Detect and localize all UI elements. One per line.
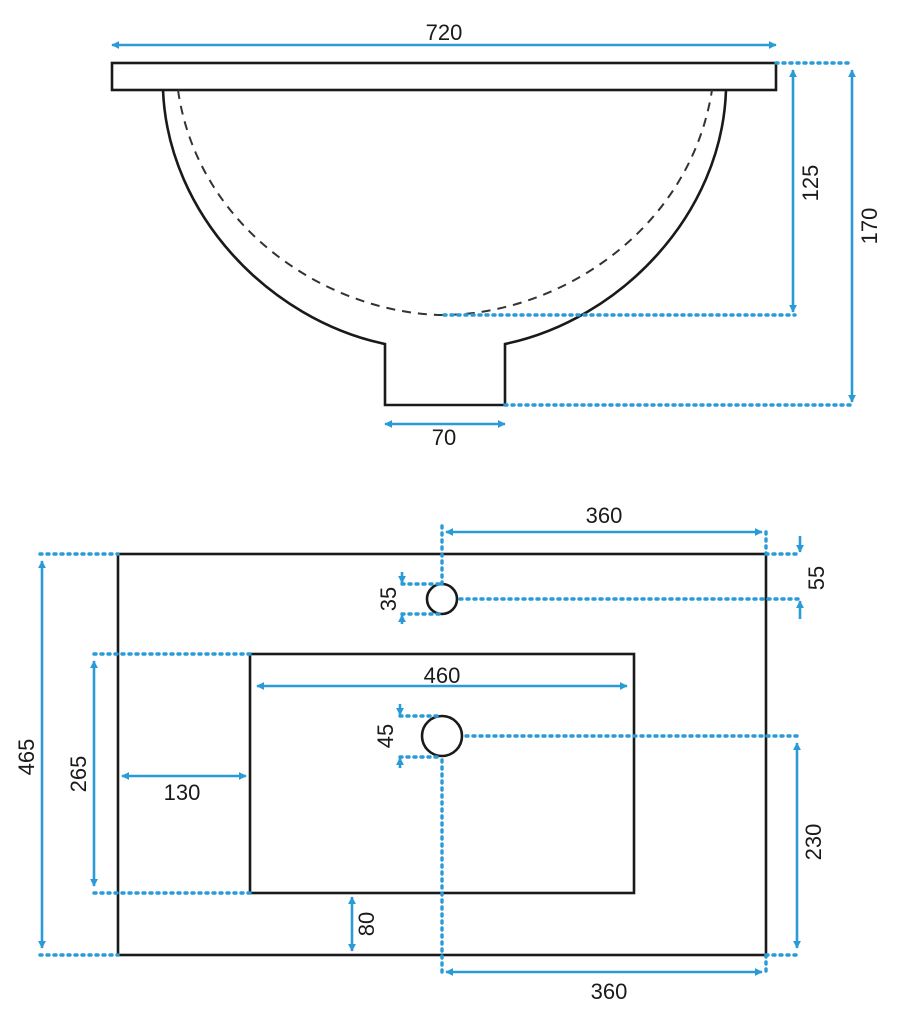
bowl-left-margin-label: 130 — [164, 780, 201, 805]
drain-offset-bottom-label: 230 — [801, 824, 826, 861]
drain-width-label: 70 — [432, 425, 456, 450]
bowl-outer-outline — [161, 89, 728, 407]
depth-label: 465 — [14, 739, 39, 776]
total-height-label: 170 — [857, 208, 882, 245]
side-view: 720 125 170 70 — [110, 20, 882, 450]
bowl-inner-hidden-line — [177, 89, 713, 317]
drain-offset-right-label: 360 — [591, 979, 628, 1004]
bowl-front-margin-label: 80 — [354, 912, 379, 936]
drain-diameter-label: 45 — [373, 724, 398, 748]
countertop-rim — [110, 61, 778, 92]
tap-hole — [425, 582, 459, 616]
top-view: 360 55 35 465 265 460 45 130 — [14, 503, 829, 1004]
drain-hole — [420, 714, 464, 758]
bowl-depth-label: 125 — [798, 165, 823, 202]
tap-diameter-label: 35 — [376, 587, 401, 611]
tap-margin-label: 55 — [804, 566, 829, 590]
bowl-depth-label: 265 — [66, 756, 91, 793]
tap-offset-label: 360 — [586, 503, 623, 528]
width-label: 720 — [426, 20, 463, 45]
bowl-width-label: 460 — [424, 663, 461, 688]
